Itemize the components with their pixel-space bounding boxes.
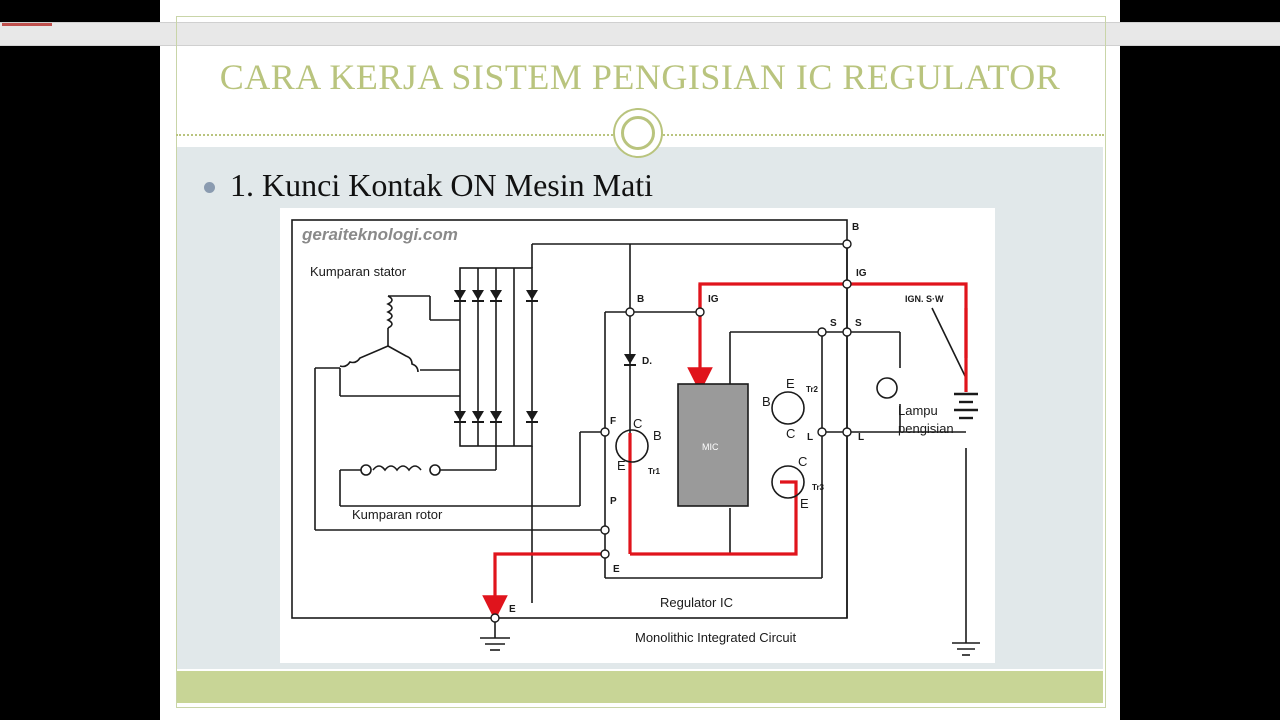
tr3-c: C [798, 454, 807, 469]
label-ign-sw: IGN. S·W [905, 294, 944, 304]
transistor-tr3 [771, 465, 805, 499]
label-e-ground: E [509, 604, 516, 615]
terminal-nodes [490, 239, 852, 623]
tr2-e: E [786, 376, 795, 391]
label-f: F [610, 416, 616, 427]
label-l-right: L [858, 432, 864, 443]
current-path [482, 282, 968, 621]
ring-inner-icon [621, 116, 655, 150]
mic-chip [677, 383, 749, 507]
ring-ornament-icon [613, 108, 663, 158]
mic-label: MIC [702, 442, 719, 452]
label-b-top: B [852, 222, 859, 233]
tr2-b: B [762, 394, 771, 409]
circuit-svg: geraiteknologi.com Kumparan stator Kumpa [291, 219, 980, 656]
transistor-tr1 [615, 429, 649, 463]
stator-coil [314, 295, 460, 530]
tr2-c: C [786, 426, 795, 441]
label-tr3: Tr3 [812, 483, 825, 492]
diode-row-bottom [454, 411, 538, 423]
rotor-coil [315, 432, 605, 531]
battery-icon [954, 392, 978, 420]
tr1-b: B [653, 428, 662, 443]
alternator-outline [291, 219, 848, 619]
bullet-text: 1. Kunci Kontak ON Mesin Mati [230, 167, 654, 203]
tr1-e: E [617, 458, 626, 473]
label-tr1: Tr1 [648, 467, 661, 476]
label-l-left: L [807, 432, 813, 443]
stator-label: Kumparan stator [310, 264, 407, 279]
footer-band [177, 671, 1103, 703]
monolithic-label: Monolithic Integrated Circuit [635, 630, 797, 645]
label-b-mid: B [637, 294, 644, 305]
bullet-icon [204, 182, 215, 193]
lamp-label-1: Lampu [898, 403, 938, 418]
tr1-c: C [633, 416, 642, 431]
lamp-label-2: pengisian [898, 421, 954, 436]
rotor-label: Kumparan rotor [352, 507, 443, 522]
top-bar-accent [2, 23, 52, 26]
diode-d [624, 354, 636, 364]
label-ig-right: IG [856, 268, 867, 279]
label-s-right: S [855, 318, 862, 329]
circuit-diagram: geraiteknologi.com Kumparan stator Kumpa [280, 208, 995, 663]
slide-title: CARA KERJA SISTEM PENGISIAN IC REGULATOR [219, 57, 1061, 97]
diode-row-top [454, 290, 538, 302]
label-s-left: S [830, 318, 837, 329]
label-ig-left: IG [708, 294, 719, 305]
regulator-label: Regulator IC [660, 595, 733, 610]
tr3-e: E [800, 496, 809, 511]
transistor-tr2 [771, 391, 805, 425]
label-d: D. [642, 356, 652, 367]
watermark: geraiteknologi.com [301, 225, 458, 244]
label-e-bottom: E [613, 564, 620, 575]
window-top-bar [0, 22, 1280, 46]
charge-lamp-icon [876, 377, 898, 399]
label-tr2: Tr2 [806, 385, 819, 394]
slide-frame [176, 16, 1106, 708]
bus-wires [531, 243, 967, 643]
label-p: P [610, 496, 617, 507]
